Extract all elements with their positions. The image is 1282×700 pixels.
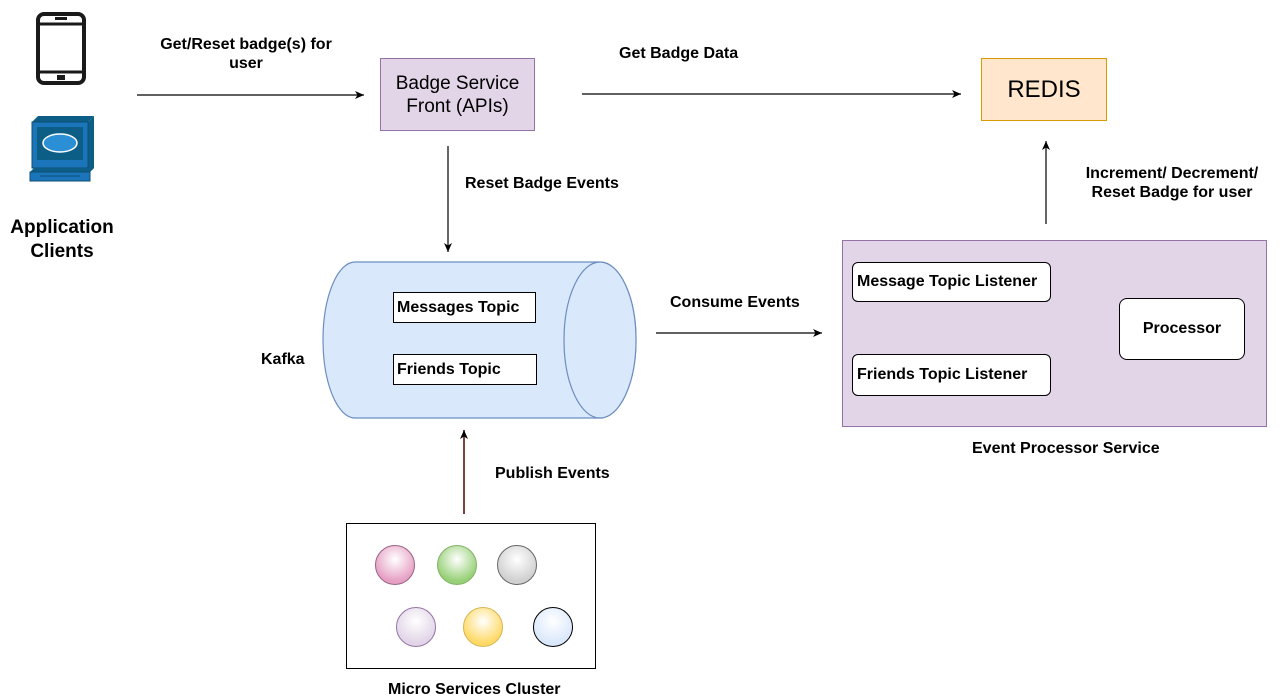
event-processor-service-box: Message Topic Listener Friends Topic Lis… xyxy=(842,240,1267,427)
micro-services-cluster-box xyxy=(346,523,596,669)
edge-label-reset-badge-events: Reset Badge Events xyxy=(465,175,619,192)
clients-label-line1: Application xyxy=(10,217,114,238)
mobile-phone-icon xyxy=(36,12,86,85)
microservice-node xyxy=(437,545,477,585)
micro-services-cluster-label: Micro Services Cluster xyxy=(388,681,561,698)
microservice-node xyxy=(463,607,503,647)
microservice-node xyxy=(396,607,436,647)
edge-label-get-reset-line2: user xyxy=(229,55,263,72)
edge-label-consume-events: Consume Events xyxy=(670,294,800,311)
friends-topic-listener: Friends Topic Listener xyxy=(852,354,1051,396)
edge-label-get-reset-line1: Get/Reset badge(s) for xyxy=(160,36,332,53)
kafka-topic-messages: Messages Topic xyxy=(393,292,536,323)
edge-label-increment-decrement: Increment/ Decrement/ Reset Badge for us… xyxy=(1072,164,1272,202)
kafka-label: Kafka xyxy=(261,351,305,368)
clients-label-line2: Clients xyxy=(30,241,94,262)
desktop-computer-icon xyxy=(29,116,94,182)
redis-label: REDIS xyxy=(1007,75,1081,103)
microservice-node xyxy=(497,545,537,585)
badge-service-line1: Badge Service xyxy=(395,72,520,94)
clients-label: Application Clients xyxy=(0,216,124,264)
edge-label-get-badge-data: Get Badge Data xyxy=(619,45,739,62)
microservice-node xyxy=(375,545,415,585)
redis-box: REDIS xyxy=(981,58,1107,121)
microservice-node xyxy=(533,607,573,647)
edge-label-get-reset: Get/Reset badge(s) for user xyxy=(146,35,346,73)
event-processor-service-label: Event Processor Service xyxy=(972,440,1160,457)
kafka-topic-friends: Friends Topic xyxy=(393,354,537,385)
edge-label-publish-events: Publish Events xyxy=(495,465,610,482)
processor-box: Processor xyxy=(1119,298,1245,360)
edge-label-increment-line2: Reset Badge for user xyxy=(1091,184,1253,201)
badge-service-front-box: Badge Service Front (APIs) xyxy=(380,58,535,131)
message-topic-listener: Message Topic Listener xyxy=(852,262,1051,302)
kafka-cylinder xyxy=(322,261,637,419)
edge-label-increment-line1: Increment/ Decrement/ xyxy=(1085,165,1259,182)
badge-service-line2: Front (APIs) xyxy=(406,95,509,117)
